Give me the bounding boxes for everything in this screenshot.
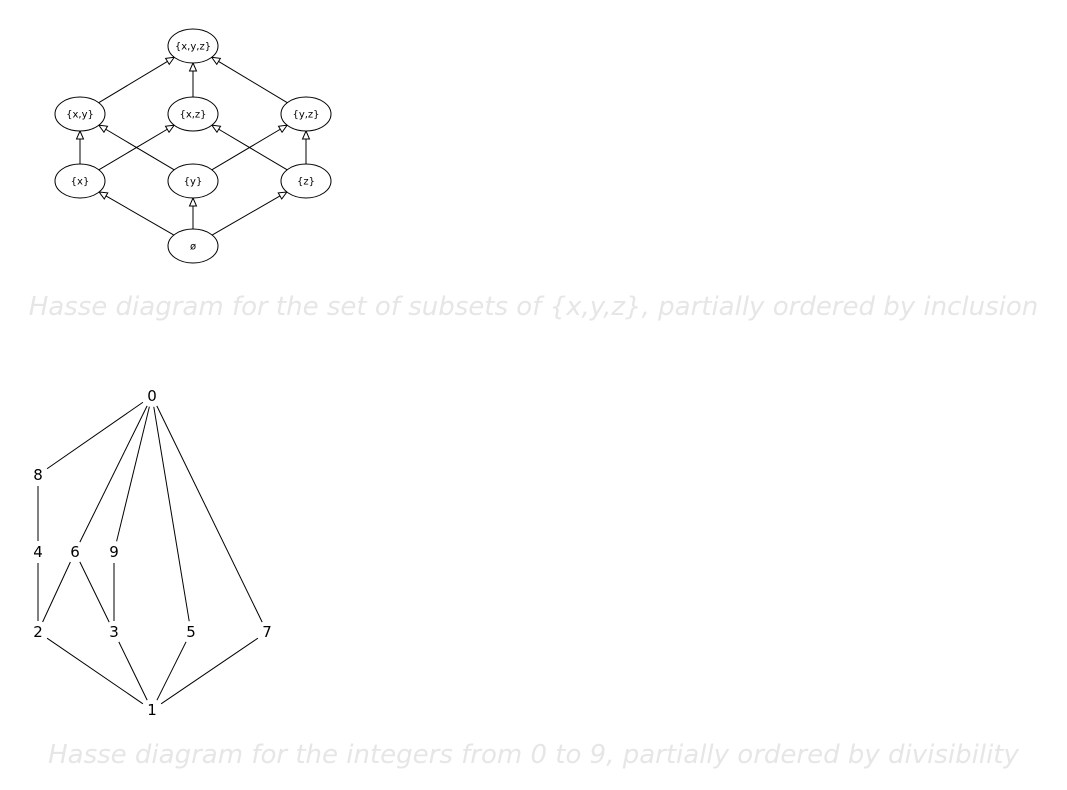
node-ellipse: [54, 96, 106, 132]
edge-empty-to-y: [188, 196, 198, 229]
subset-node-xz: {x,z}: [167, 96, 219, 132]
arrowhead: [97, 124, 109, 134]
node-ellipse: [167, 228, 219, 264]
edge-line: [105, 128, 175, 171]
node-label: {x,z}: [179, 110, 206, 121]
integer-node-9: 9: [109, 543, 119, 561]
arrowhead: [210, 124, 222, 134]
edge-line: [211, 195, 281, 236]
node-ellipse: [54, 163, 106, 199]
edge-n0-to-n8: [46, 401, 144, 470]
edge-n6-to-n3: [79, 561, 110, 623]
edge-line: [98, 60, 168, 104]
edge-xz-to-xyz: [188, 61, 198, 97]
integer-node-6: 6: [70, 543, 80, 561]
edge-n0-to-n5: [153, 406, 190, 622]
edge-empty-to-x: [98, 191, 175, 236]
edge-x-to-xz: [98, 124, 176, 171]
edge-line: [105, 195, 175, 236]
edge-xy-to-xyz: [98, 56, 176, 104]
edge-n0-to-n9: [116, 406, 150, 542]
arrowhead: [188, 61, 198, 72]
edge-y-to-yz: [211, 124, 289, 171]
subset-node-xy: {x,y}: [54, 96, 106, 132]
node-ellipse: [280, 96, 332, 132]
arrowhead: [188, 196, 198, 207]
divisibility-diagram-edges: [37, 401, 263, 705]
integer-node-1: 1: [147, 701, 157, 719]
edge-z-to-xz: [210, 124, 288, 171]
edge-empty-to-z: [211, 191, 288, 236]
arrowhead: [277, 124, 289, 134]
node-ellipse: [167, 28, 219, 64]
arrowhead: [210, 56, 222, 66]
arrowhead: [277, 191, 288, 200]
edge-x-to-xy: [75, 129, 85, 164]
edge-n0-to-n6: [79, 405, 148, 543]
arrowhead: [164, 124, 176, 134]
integer-node-7: 7: [262, 623, 272, 641]
node-ellipse: [280, 163, 332, 199]
node-label: {x,y}: [66, 110, 94, 121]
edge-n0-to-n7: [156, 405, 263, 623]
node-label: {y,z}: [292, 110, 319, 121]
arrowhead: [164, 56, 176, 66]
divisibility-diagram-nodes: 0 8 4 6 9 2 3 5 7 1: [33, 387, 272, 719]
arrowhead: [75, 129, 85, 140]
arrowhead: [98, 191, 109, 200]
edge-n2-to-n1: [46, 637, 144, 705]
subset-node-xyz: {x,y,z}: [167, 28, 219, 64]
integer-node-8: 8: [33, 466, 43, 484]
node-label: {y}: [184, 177, 203, 188]
subset-node-y: {y}: [167, 163, 219, 199]
edge-y-to-xy: [97, 124, 175, 171]
subset-node-yz: {y,z}: [280, 96, 332, 132]
edge-n5-to-n1: [156, 641, 187, 701]
edge-line: [211, 128, 281, 171]
subset-diagram-edges: [75, 56, 311, 236]
edge-n3-to-n1: [118, 641, 148, 701]
node-label: ø: [190, 242, 196, 253]
edge-line: [98, 128, 168, 171]
integer-node-4: 4: [33, 543, 43, 561]
integer-node-3: 3: [109, 623, 119, 641]
edge-line: [218, 128, 288, 171]
subset-diagram-caption: Hasse diagram for the set of subsets of …: [28, 292, 1039, 322]
integer-node-5: 5: [186, 623, 196, 641]
node-ellipse: [167, 96, 219, 132]
subset-node-z: {z}: [280, 163, 332, 199]
node-label: {x}: [71, 177, 90, 188]
subset-diagram-nodes: {x,y,z} {x,y} {x,z} {y,z} {x} {y} {z} ø: [54, 28, 332, 264]
node-label: {z}: [297, 177, 315, 188]
subset-node-x: {x}: [54, 163, 106, 199]
edge-n6-to-n2: [42, 561, 71, 623]
edge-z-to-yz: [301, 129, 311, 164]
node-ellipse: [167, 163, 219, 199]
node-label: {x,y,z}: [175, 42, 211, 53]
subset-node-empty: ø: [167, 228, 219, 264]
integer-node-2: 2: [33, 623, 43, 641]
integer-node-0: 0: [147, 387, 157, 405]
divisibility-diagram-caption: Hasse diagram for the integers from 0 to…: [48, 740, 1019, 770]
edge-n7-to-n1: [160, 637, 259, 705]
arrowhead: [301, 129, 311, 140]
edge-line: [218, 60, 288, 104]
edge-yz-to-xyz: [210, 56, 288, 104]
